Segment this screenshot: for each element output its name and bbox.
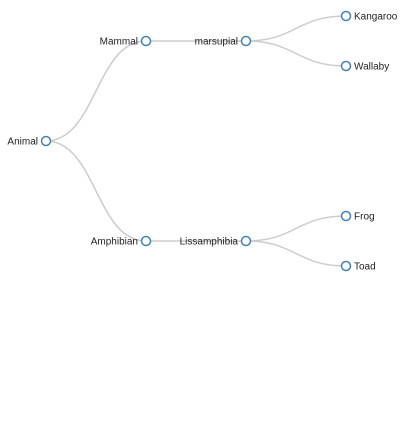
node-label-mammal: Mammal: [100, 37, 138, 48]
node-circle-toad[interactable]: [340, 260, 352, 272]
node-label-toad: Toad: [354, 262, 376, 273]
link-marsupial-wallaby: [245, 40, 347, 67]
link-animal-mammal: [45, 40, 147, 142]
node-label-lissamphibia: Lissamphibia: [180, 237, 239, 248]
node-label-kangaroo: Kangaroo: [354, 12, 398, 23]
node-circle-amphibian[interactable]: [140, 235, 152, 247]
node-label-amphibian: Amphibian: [91, 237, 138, 248]
node-label-marsupial: marsupial: [195, 37, 238, 48]
link-lissamphibia-frog: [245, 215, 347, 242]
node-circle-marsupial[interactable]: [240, 35, 252, 47]
node-lissamphibia[interactable]: Lissamphibia: [180, 235, 252, 248]
link-marsupial-kangaroo: [245, 15, 347, 42]
node-amphibian[interactable]: Amphibian: [91, 235, 152, 248]
link-animal-amphibian: [45, 140, 147, 242]
node-marsupial[interactable]: marsupial: [195, 35, 252, 48]
link-lissamphibia-toad: [245, 240, 347, 267]
node-toad[interactable]: Toad: [340, 260, 376, 273]
node-frog[interactable]: Frog: [340, 210, 375, 223]
node-circle-wallaby[interactable]: [340, 60, 352, 72]
node-animal[interactable]: Animal: [7, 135, 52, 148]
links-layer: [45, 15, 347, 267]
node-kangaroo[interactable]: Kangaroo: [340, 10, 398, 23]
node-circle-frog[interactable]: [340, 210, 352, 222]
node-circle-animal[interactable]: [40, 135, 52, 147]
node-circle-mammal[interactable]: [140, 35, 152, 47]
node-circle-lissamphibia[interactable]: [240, 235, 252, 247]
node-circle-kangaroo[interactable]: [340, 10, 352, 22]
node-label-wallaby: Wallaby: [354, 62, 389, 73]
node-label-animal: Animal: [7, 137, 38, 148]
node-label-frog: Frog: [354, 212, 375, 223]
nodes-layer: Animal Mammal marsupial KangarooWallabyAmph…: [7, 10, 398, 273]
node-mammal[interactable]: Mammal: [100, 35, 152, 48]
node-wallaby[interactable]: Wallaby: [340, 60, 390, 73]
